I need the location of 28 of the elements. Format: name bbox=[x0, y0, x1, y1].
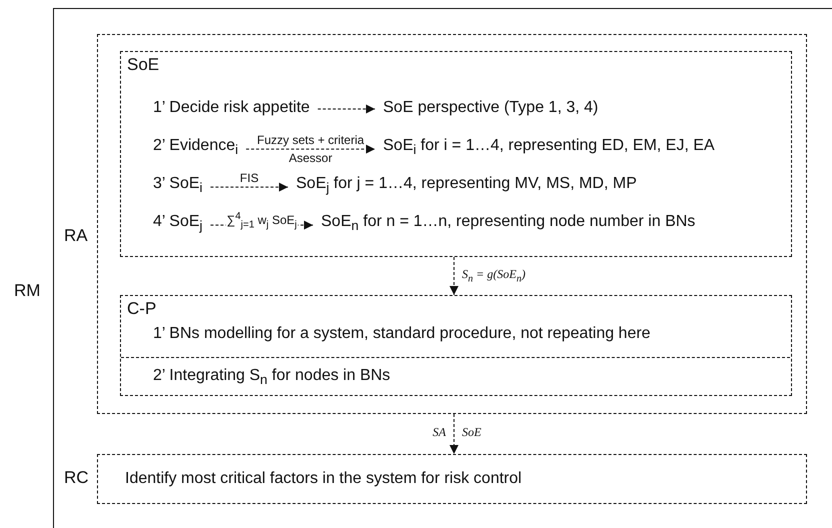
step-text: 1’ BNs modelling for a system, standard procedure, not repeating here bbox=[153, 324, 650, 344]
step-text: 4’ SoE$_{j}$ bbox=[153, 212, 203, 236]
group-box bbox=[120, 295, 792, 396]
group-title: SoE bbox=[127, 55, 160, 75]
step-text: SoE$_{i}$ for i = 1…4, representing ED, EM, EJ, EA bbox=[383, 136, 715, 160]
edge-label: ∑$^{4}$$_{j=1}$ w$_{j}$ SoE$_{j}$ bbox=[226, 210, 298, 232]
arrow bbox=[246, 144, 376, 154]
arrow bbox=[450, 256, 458, 296]
group-title: C-P bbox=[127, 299, 156, 319]
step-text: 2’ Integrating S$_{n}$ for nodes in BNs bbox=[153, 366, 390, 390]
group-title: RM bbox=[14, 281, 40, 301]
edge-label: Fuzzy sets + criteria bbox=[256, 134, 366, 148]
step-text: SoE perspective (Type 1, 3, 4) bbox=[383, 98, 598, 118]
edge-label: FIS bbox=[238, 172, 260, 186]
step-text: 1’ Decide risk appetite bbox=[153, 98, 310, 118]
step-text: 2’ Evidence$_{i}$ bbox=[153, 136, 238, 160]
arrow bbox=[450, 414, 458, 454]
arrow bbox=[317, 104, 376, 114]
arrow-note: Asessor bbox=[288, 152, 334, 166]
edge-label: SA bbox=[432, 426, 447, 439]
step-text: Identify most critical factors in the system for risk control bbox=[125, 469, 522, 489]
group-title: RA bbox=[64, 226, 88, 246]
arrow-note: SoE bbox=[461, 426, 482, 439]
arrow bbox=[210, 182, 288, 192]
step-text: SoE$_{j}$ for j = 1…4, representing MV, MS, MD, MP bbox=[296, 174, 637, 198]
step-text: SoE$_{n}$ for n = 1…n, representing node number in BNs bbox=[321, 212, 696, 236]
step-text: 3’ SoE$_{i}$ bbox=[153, 174, 203, 198]
group-title: RC bbox=[64, 468, 89, 488]
